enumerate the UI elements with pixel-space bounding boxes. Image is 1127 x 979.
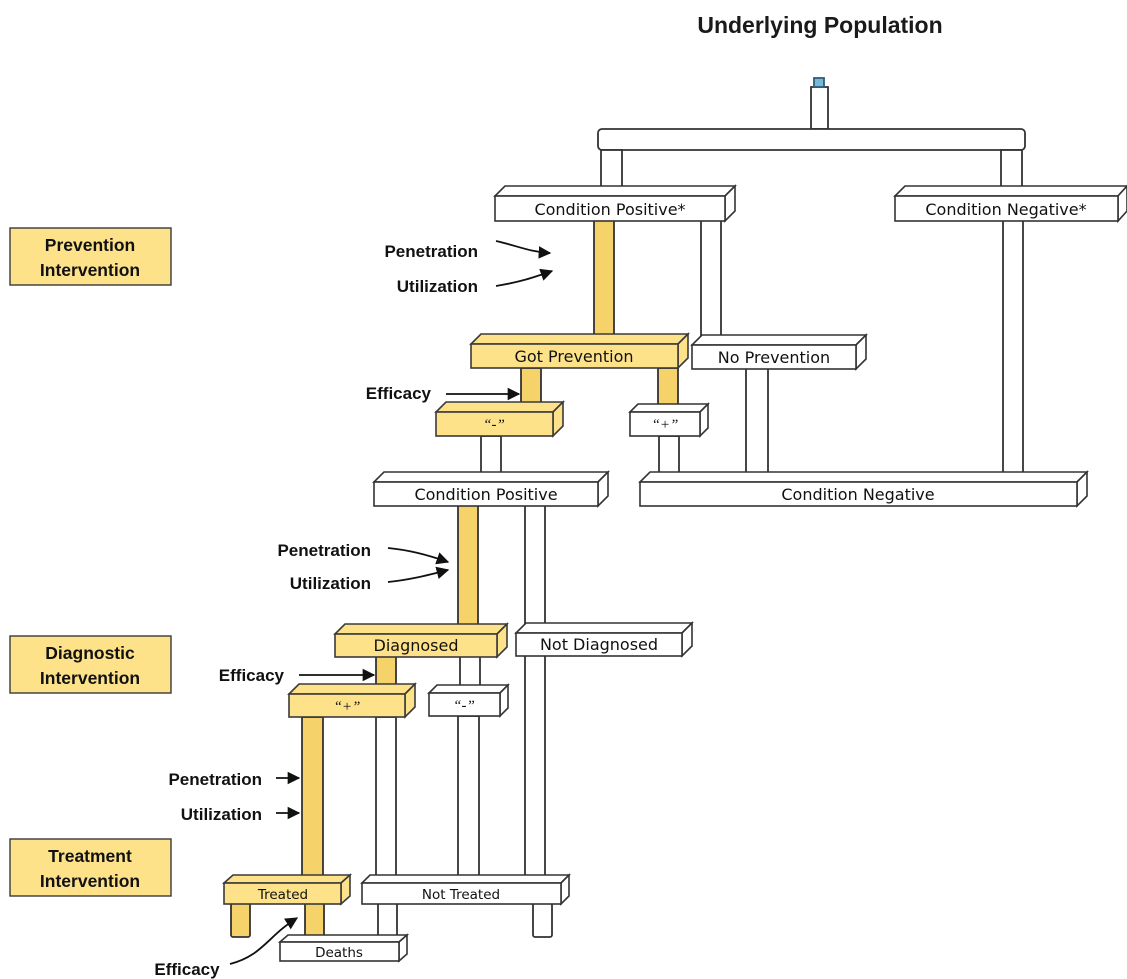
pipe-treated-death — [304, 902, 325, 938]
node-not-treated: Not Treated — [360, 873, 571, 906]
node-condition-positive-star: Condition Positive* — [493, 184, 737, 223]
node-diagnosed: Diagnosed — [333, 622, 509, 659]
annotation-utilization: Utilization — [181, 805, 262, 824]
annotation-utilization: Utilization — [290, 574, 371, 593]
node-label: Deaths — [315, 945, 363, 961]
node-condition-negative-star: Condition Negative* — [893, 184, 1127, 224]
node-diagnostic-positive: “+” — [287, 682, 417, 719]
pipe-untreated-survive — [532, 902, 553, 938]
stage-label-line1: Prevention — [45, 235, 135, 255]
node-treated: Treated — [221, 873, 353, 906]
node-prevention-positive: “+” — [628, 402, 710, 438]
annotation-efficacy: Efficacy — [219, 666, 285, 685]
pipe-treated — [301, 716, 324, 878]
node-label: Not Treated — [422, 887, 500, 903]
node-label: Treated — [257, 887, 308, 903]
source-pipe — [810, 86, 829, 130]
node-label: “-” — [483, 417, 505, 433]
stage-label-line2: Intervention — [40, 871, 140, 891]
pipe-no-prev-down — [745, 367, 769, 477]
pipe-not-diagnosed-feed — [524, 504, 546, 628]
stage-label-line1: Diagnostic — [45, 643, 135, 663]
node-label: “-” — [453, 698, 475, 714]
node-label: Got Prevention — [514, 347, 633, 366]
node-not-diagnosed: Not Diagnosed — [514, 621, 694, 658]
pipe-treated-survive — [230, 902, 251, 938]
arrow-utilization — [495, 268, 554, 287]
pipe-untreated-death — [377, 902, 398, 938]
pipe-cond-neg-down — [1002, 219, 1024, 479]
annotation-penetration: Penetration — [168, 770, 262, 789]
pipe-plus-untreated — [375, 716, 397, 878]
pipe-no-prevention — [700, 219, 722, 343]
pipe-to-cond-pos — [600, 149, 623, 189]
arrow-penetration — [387, 547, 450, 565]
node-label: Condition Negative* — [925, 200, 1086, 219]
node-label: No Prevention — [718, 348, 830, 367]
node-label: Condition Positive — [414, 485, 557, 504]
pipe-diag-minus — [459, 655, 481, 687]
pipe-not-diag-down — [524, 654, 546, 878]
stage-diagnostic: Diagnostic Intervention — [9, 635, 172, 694]
stage-label-line2: Intervention — [40, 260, 140, 280]
pipe-diagnosed — [457, 504, 479, 633]
node-prevention-negative: “-” — [434, 400, 565, 438]
annotation-penetration: Penetration — [277, 541, 371, 560]
annotation-efficacy: Efficacy — [366, 384, 432, 403]
stage-label-line2: Intervention — [40, 668, 140, 688]
annotation-utilization: Utilization — [397, 277, 478, 296]
stage-label-line1: Treatment — [48, 846, 132, 866]
arrow-efficacy — [229, 917, 299, 965]
node-condition-positive: Condition Positive — [372, 470, 610, 508]
pipe-prev-plus — [657, 367, 679, 409]
node-label: Condition Positive* — [534, 200, 685, 219]
pipe-minus-untreated — [457, 715, 480, 878]
annotation-efficacy: Efficacy — [154, 960, 220, 979]
node-label: “+” — [652, 417, 679, 433]
arrow-penetration — [495, 240, 552, 259]
pipe-to-cond-neg — [1000, 149, 1023, 189]
node-got-prevention: Got Prevention — [469, 332, 690, 370]
node-label: Diagnosed — [374, 636, 459, 655]
node-boxes: Condition Positive* Condition Negative* … — [221, 184, 1127, 963]
arrow-utilization — [387, 566, 450, 583]
node-no-prevention: No Prevention — [690, 333, 868, 371]
node-label: “+” — [334, 699, 361, 715]
source-cap — [813, 77, 825, 88]
node-label: Condition Negative — [781, 485, 934, 504]
stage-prevention: Prevention Intervention — [9, 227, 172, 286]
manifold-pipe — [597, 128, 1026, 151]
node-label: Not Diagnosed — [540, 635, 658, 654]
pipes — [230, 77, 1026, 938]
stage-treatment: Treatment Intervention — [9, 838, 172, 897]
node-diagnostic-negative: “-” — [427, 683, 510, 718]
pipe-got-prevention — [593, 219, 615, 343]
annotations: Penetration Utilization Efficacy Penetra… — [154, 240, 554, 979]
node-condition-negative: Condition Negative — [638, 470, 1089, 508]
annotation-penetration: Penetration — [384, 242, 478, 261]
node-deaths: Deaths — [277, 933, 410, 963]
diagram-title: Underlying Population — [697, 12, 942, 38]
